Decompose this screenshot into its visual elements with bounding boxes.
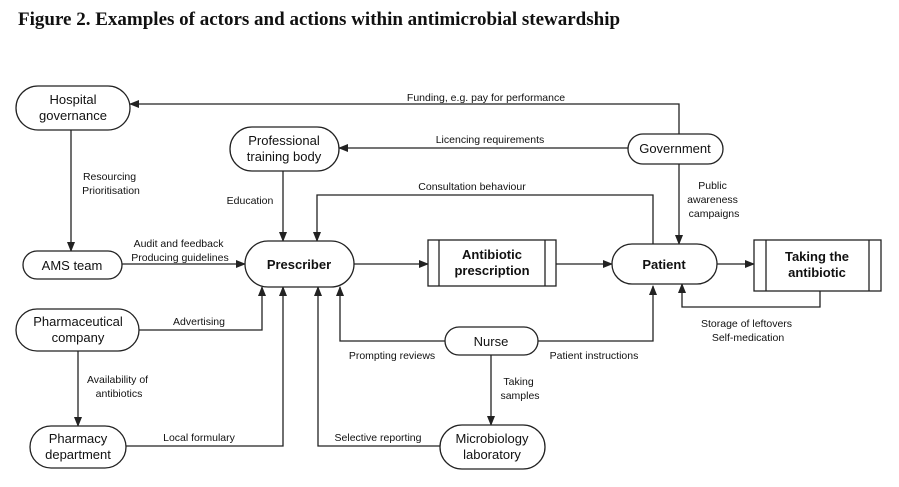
edge-label-funding: Funding, e.g. pay for performance [407,92,565,104]
node-patient: Patient [611,243,718,285]
edge-local-formulary: Local formulary [126,286,287,447]
edge-audit: Audit and feedback Producing guidelines [122,238,246,268]
node-ams-team: AMS team [22,250,123,280]
edge-patient-instructions: Patient instructions [538,285,657,362]
edge-label-selective-reporting: Selective reporting [335,432,422,444]
edge-label-taking-samples: Taking samples [500,376,539,402]
edge-public-awareness: Public awareness campaigns [675,164,741,245]
edge-label-availability: Availability of antibiotics [87,374,151,400]
edge-label-local-formulary: Local formulary [163,432,236,444]
edge-storage: Storage of leftovers Self-medication [678,283,821,344]
edge-label-audit: Audit and feedback Producing guidelines [131,238,228,264]
edge-availability: Availability of antibiotics [74,351,151,427]
node-government: Government [627,133,724,165]
edge-licencing: Licencing requirements [338,134,628,152]
edge-label-resourcing: Resourcing Prioritisation [82,171,140,197]
edge-consultation: Consultation behaviour [313,181,654,244]
edge-education: Education [227,171,287,242]
edge-label-storage: Storage of leftovers Self-medication [701,318,795,344]
svg-text:Prescriber: Prescriber [267,257,331,272]
svg-text:AMS team: AMS team [42,258,103,273]
edge-label-patient-instructions: Patient instructions [550,350,639,362]
edge-label-consultation: Consultation behaviour [418,181,526,193]
figure-title: Figure 2. Examples of actors and actions… [18,9,621,30]
edge-taking-samples: Taking samples [487,355,540,426]
svg-text:Patient: Patient [642,257,686,272]
edge-advertising: Advertising [139,286,266,331]
edge-label-licencing: Licencing requirements [436,134,545,146]
node-prescriber: Prescriber [244,240,355,288]
edge-label-public-awareness: Public awareness campaigns [687,180,741,220]
edge-label-prompting: Prompting reviews [349,350,435,362]
edge-label-advertising: Advertising [173,316,225,328]
svg-text:Nurse: Nurse [474,334,509,349]
svg-text:Government: Government [639,141,711,156]
node-nurse: Nurse [444,326,539,356]
edge-funding: Funding, e.g. pay for performance [129,92,680,134]
edge-prompting: Prompting reviews [336,286,445,362]
edge-resourcing: Resourcing Prioritisation [67,130,140,252]
edge-selective-reporting: Selective reporting [314,286,440,447]
edge-label-education: Education [227,195,274,207]
